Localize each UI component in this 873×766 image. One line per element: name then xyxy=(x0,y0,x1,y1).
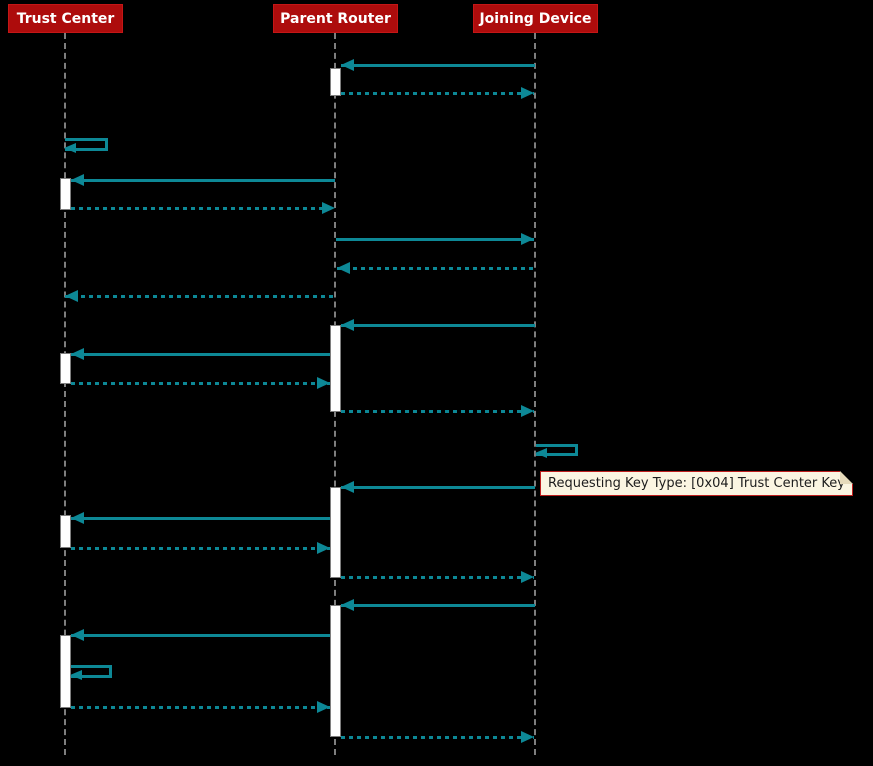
arrowhead-right-icon xyxy=(521,571,534,583)
arrowhead-left-icon xyxy=(341,319,354,331)
solid-message-line xyxy=(71,517,330,520)
arrowhead-left-icon xyxy=(341,599,354,611)
arrowhead-right-icon xyxy=(317,542,330,554)
solid-message-line xyxy=(341,604,535,607)
arrowhead-left-icon xyxy=(535,448,547,458)
message-parent-router-to-joining-device-1 xyxy=(341,87,534,99)
arrowhead-left-icon xyxy=(341,59,354,71)
message-trust-center-to-parent-router-17 xyxy=(71,701,330,713)
message-trust-center-to-parent-router-9 xyxy=(71,377,330,389)
activation-bar-parent-router-0 xyxy=(330,68,341,96)
solid-message-line xyxy=(336,238,534,241)
message-joining-device-to-parent-router-5 xyxy=(337,262,535,274)
message-trust-center-to-parent-router-13 xyxy=(71,542,330,554)
message-parent-router-to-trust-center-8 xyxy=(71,348,330,360)
message-parent-router-to-joining-device-4 xyxy=(336,233,534,245)
self-message-trust-center-2 xyxy=(70,665,112,680)
activation-bar-trust-center-3 xyxy=(60,353,71,384)
message-parent-router-to-joining-device-10 xyxy=(341,405,534,417)
message-joining-device-to-parent-router-0 xyxy=(341,59,535,71)
activation-bar-parent-router-2 xyxy=(330,325,341,412)
dotted-message-line xyxy=(65,295,335,298)
participant-joining-device: Joining Device xyxy=(473,4,598,33)
arrowhead-right-icon xyxy=(521,731,534,743)
dotted-message-line xyxy=(341,576,534,579)
message-joining-device-to-parent-router-7 xyxy=(341,319,535,331)
self-message-trust-center-0 xyxy=(64,138,108,153)
note-requesting-key: Requesting Key Type: [0x04] Trust Center… xyxy=(540,471,853,496)
dotted-message-line xyxy=(337,267,535,270)
solid-message-line xyxy=(341,64,535,67)
arrowhead-left-icon xyxy=(71,348,84,360)
message-parent-router-to-joining-device-14 xyxy=(341,571,534,583)
dotted-message-line xyxy=(71,382,330,385)
solid-message-line xyxy=(71,634,330,637)
message-parent-router-to-trust-center-2 xyxy=(71,174,335,186)
arrowhead-right-icon xyxy=(317,377,330,389)
activation-bar-parent-router-4 xyxy=(330,487,341,578)
arrowhead-right-icon xyxy=(521,233,534,245)
activation-bar-trust-center-5 xyxy=(60,515,71,548)
arrowhead-left-icon xyxy=(71,629,84,641)
message-trust-center-to-parent-router-3 xyxy=(71,202,335,214)
arrowhead-left-icon xyxy=(70,670,82,680)
note-text: Requesting Key Type: [0x04] Trust Center… xyxy=(548,476,845,491)
activation-bar-trust-center-1 xyxy=(60,178,71,210)
message-joining-device-to-parent-router-11 xyxy=(341,481,535,493)
activation-bar-parent-router-6 xyxy=(330,605,341,737)
message-parent-router-to-trust-center-16 xyxy=(71,629,330,641)
arrowhead-left-icon xyxy=(341,481,354,493)
arrowhead-left-icon xyxy=(71,174,84,186)
dotted-message-line xyxy=(341,410,534,413)
arrowhead-left-icon xyxy=(71,512,84,524)
arrowhead-left-icon xyxy=(337,262,350,274)
arrowhead-right-icon xyxy=(521,87,534,99)
arrowhead-right-icon xyxy=(317,701,330,713)
solid-message-line xyxy=(71,179,335,182)
self-message-joining-device-1 xyxy=(535,444,578,458)
message-joining-device-to-parent-router-15 xyxy=(341,599,535,611)
solid-message-line xyxy=(71,353,330,356)
dotted-message-line xyxy=(71,207,335,210)
arrowhead-left-icon xyxy=(64,143,76,153)
dotted-message-line xyxy=(71,547,330,550)
message-parent-router-to-trust-center-12 xyxy=(71,512,330,524)
solid-message-line xyxy=(341,324,535,327)
arrowhead-right-icon xyxy=(322,202,335,214)
lifeline-trust-center xyxy=(64,33,66,755)
arrowhead-left-icon xyxy=(65,290,78,302)
dotted-message-line xyxy=(341,92,534,95)
lifeline-joining-device xyxy=(534,33,536,755)
message-parent-router-to-trust-center-6 xyxy=(65,290,335,302)
message-parent-router-to-joining-device-18 xyxy=(341,731,534,743)
note-fold-icon xyxy=(840,471,853,484)
arrowhead-right-icon xyxy=(521,405,534,417)
solid-message-line xyxy=(341,486,535,489)
dotted-message-line xyxy=(341,736,534,739)
participant-trust-center: Trust Center xyxy=(8,4,123,33)
participant-parent-router: Parent Router xyxy=(273,4,398,33)
dotted-message-line xyxy=(71,706,330,709)
